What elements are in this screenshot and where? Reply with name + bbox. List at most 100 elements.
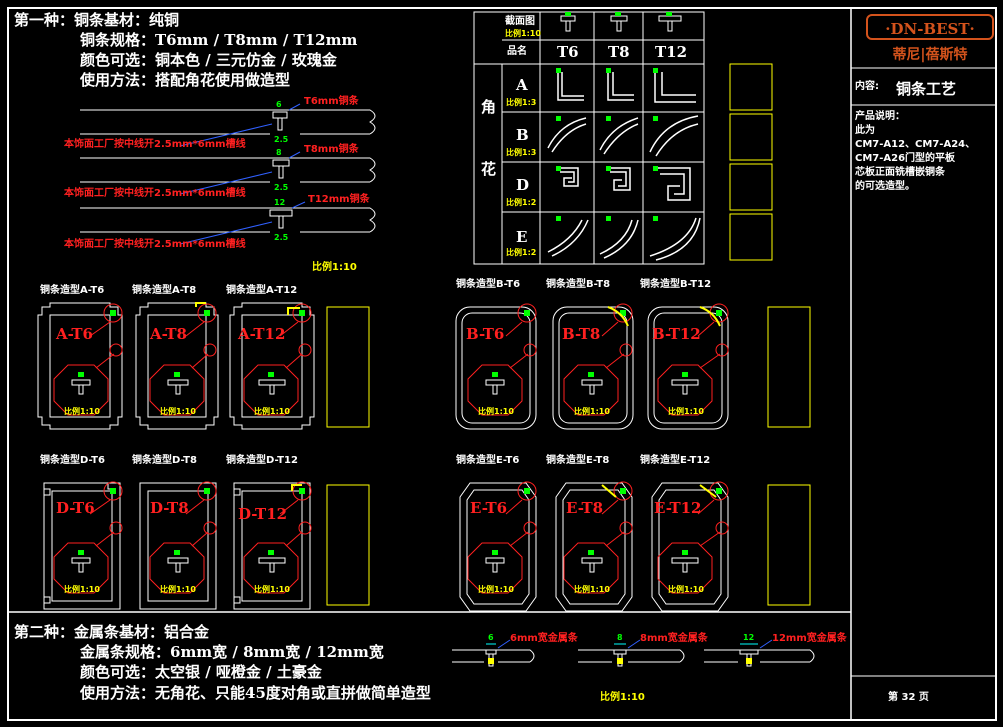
shape-title-a-t6: 铜条造型A-T6 <box>40 285 105 296</box>
corner-col-t6: T6 <box>557 43 579 61</box>
profile-label-t12: T12mm铜条 <box>308 194 370 205</box>
corner-row-b: B <box>516 126 529 144</box>
metal-width-12: 12 <box>743 633 755 642</box>
profile-depth-1: 2.5 <box>274 135 289 144</box>
section1-title: 第一种：铜条基材：纯铜 <box>14 11 180 29</box>
profile-scale: 比例1:10 <box>312 262 357 273</box>
corner-header-scale: 比例1:10 <box>505 29 541 38</box>
metal-marks <box>488 658 752 664</box>
shape-label-d-t8: D-T8 <box>150 499 189 517</box>
profile-width-8: 8 <box>276 148 282 157</box>
shape-label-d-t12: D-T12 <box>238 505 288 523</box>
corner-row-d: D <box>516 176 530 194</box>
corner-header-section: 截面图 <box>505 16 535 27</box>
shape-label-e-t8: E-T8 <box>566 499 604 517</box>
octagon-inlays <box>71 379 699 573</box>
shape-label-e-t12: E-T12 <box>654 499 702 517</box>
corner-side-label-2: 花 <box>481 160 497 178</box>
corner-row-d-scale: 比例1:2 <box>506 198 537 207</box>
corner-row-a: A <box>516 76 528 94</box>
section2-usage: 使用方法：无角花、只能45度对角或直拼做简单造型 <box>80 684 431 702</box>
profile-width-6: 6 <box>276 100 282 109</box>
detail-scale-e-t8: 比例1:10 <box>574 585 610 594</box>
shape-title-a-t12: 铜条造型A-T12 <box>226 285 298 296</box>
section2-spec: 金属条规格：6mm宽 / 8mm宽 / 12mm宽 <box>80 643 384 661</box>
profile-note-2: 本饰面工厂按中线开2.5mm*6mm槽线 <box>64 188 246 199</box>
desc-line-2: CM7-A12、CM7-A24、 <box>855 139 976 150</box>
corner-table-grid <box>473 11 705 265</box>
profile-note-1: 本饰面工厂按中线开2.5mm*6mm槽线 <box>64 139 246 150</box>
corner-dim-marks <box>556 68 658 221</box>
corner-header-name: 品名 <box>507 46 527 57</box>
detail-scale-b-t12: 比例1:10 <box>668 407 704 416</box>
desc-line-4: 芯板正面铣槽嵌铜条 <box>855 167 945 178</box>
shape-title-b-t12: 铜条造型B-T12 <box>640 279 712 290</box>
detail-scale-a-t12: 比例1:10 <box>254 407 290 416</box>
strip-highlights <box>195 302 721 498</box>
shape-panels-d <box>43 482 311 610</box>
detail-scale-e-t6: 比例1:10 <box>478 585 514 594</box>
detail-scale-b-t6: 比例1:10 <box>478 407 514 416</box>
metal-width-8: 8 <box>617 633 623 642</box>
section1-usage: 使用方法：搭配角花使用做造型 <box>80 71 291 89</box>
detail-scale-a-t8: 比例1:10 <box>160 407 196 416</box>
shape-label-b-t12: B-T12 <box>652 325 701 343</box>
profile-note-3: 本饰面工厂按中线开2.5mm*6mm槽线 <box>64 239 246 250</box>
shape-label-b-t6: B-T6 <box>466 325 505 343</box>
shape-label-a-t6: A-T6 <box>56 325 93 343</box>
corner-row-a-scale: 比例1:3 <box>506 98 537 107</box>
profile-depth-2: 2.5 <box>274 183 289 192</box>
desc-line-1: 此为 <box>855 125 875 136</box>
profile-inlays <box>179 103 306 245</box>
shape-title-e-t6: 铜条造型E-T6 <box>456 455 520 466</box>
section2-colors: 颜色可选：太空银 / 哑橙金 / 土豪金 <box>80 663 322 681</box>
metal-label-6: 6mm宽金属条 <box>510 633 578 644</box>
content-value: 铜条工艺 <box>896 80 957 98</box>
detail-scale-d-t6: 比例1:10 <box>64 585 100 594</box>
detail-scale-a-t6: 比例1:10 <box>64 407 100 416</box>
profile-depth-3: 2.5 <box>274 233 289 242</box>
metal-width-6: 6 <box>488 633 494 642</box>
corner-row-e-scale: 比例1:2 <box>506 248 537 257</box>
shape-title-e-t12: 铜条造型E-T12 <box>640 455 711 466</box>
desc-line-5: 的可选造型。 <box>855 181 915 192</box>
shape-title-d-t8: 铜条造型D-T8 <box>132 455 197 466</box>
corner-col-t12: T12 <box>655 43 688 61</box>
corner-col-t8: T8 <box>608 43 630 61</box>
shape-panels-b <box>455 306 729 430</box>
shape-title-a-t8: 铜条造型A-T8 <box>132 285 197 296</box>
shape-title-d-t12: 铜条造型D-T12 <box>226 455 298 466</box>
profile-strips <box>80 109 376 233</box>
detail-octagons <box>53 303 729 594</box>
shape-label-a-t12: A-T12 <box>238 325 286 343</box>
content-label: 内容: <box>855 81 879 92</box>
profile-label-t6: T6mm铜条 <box>304 96 359 107</box>
green-marks <box>78 310 722 555</box>
drawing-border <box>7 7 997 721</box>
metal-scale: 比例1:10 <box>600 692 645 703</box>
metal-dim-lines <box>486 639 773 649</box>
yellow-swatch-boxes <box>326 63 811 606</box>
corner-row-e: E <box>516 228 528 246</box>
profile-width-12: 12 <box>274 198 286 207</box>
profile-label-t8: T8mm铜条 <box>304 144 359 155</box>
page-number: 第 32 页 <box>888 692 929 703</box>
header-section-icons <box>560 12 682 32</box>
detail-scale-d-t12: 比例1:10 <box>254 585 290 594</box>
shape-label-e-t6: E-T6 <box>470 499 508 517</box>
brand-logo: ·DN-BEST· <box>866 14 994 40</box>
metal-label-8: 8mm宽金属条 <box>640 633 708 644</box>
metal-label-12: 12mm宽金属条 <box>772 633 847 644</box>
corner-row-b-scale: 比例1:3 <box>506 148 537 157</box>
section1-spec: 铜条规格：T6mm / T8mm / T12mm <box>80 31 358 49</box>
shape-title-d-t6: 铜条造型D-T6 <box>40 455 105 466</box>
section2-title: 第二种：金属条基材：铝合金 <box>14 623 210 641</box>
shape-title-b-t8: 铜条造型B-T8 <box>546 279 611 290</box>
shape-label-b-t8: B-T8 <box>562 325 601 343</box>
detail-scale-d-t8: 比例1:10 <box>160 585 196 594</box>
shape-label-d-t6: D-T6 <box>56 499 95 517</box>
brand-name-cn: 蒂尼|蓓斯特 <box>892 47 968 63</box>
detail-scale-e-t12: 比例1:10 <box>668 585 704 594</box>
desc-title: 产品说明： <box>855 111 905 122</box>
